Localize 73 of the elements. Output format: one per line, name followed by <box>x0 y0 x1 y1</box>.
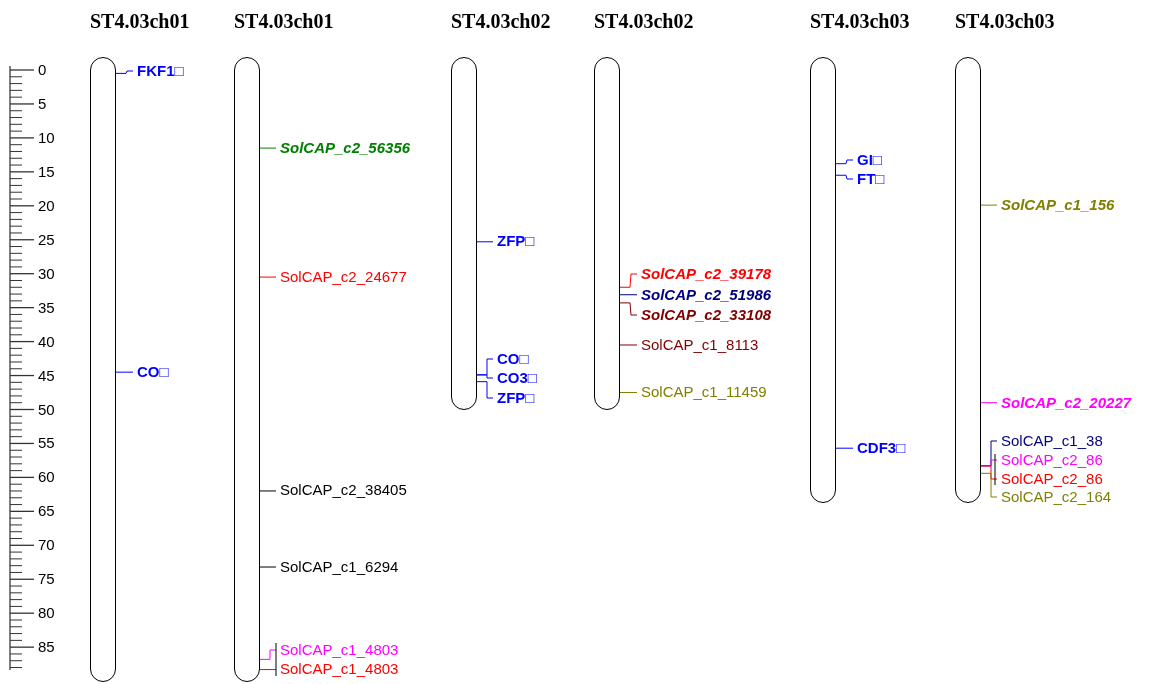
tick-label: 65 <box>38 503 55 520</box>
leader-line <box>835 159 854 165</box>
chromosome-title: ST4.03ch02 <box>451 10 551 33</box>
marker-label: SolCAP_c2_164 <box>1001 488 1112 506</box>
chromosome-title: ST4.03ch01 <box>234 10 334 33</box>
marker-label: SolCAP_c1_8113 <box>641 336 759 354</box>
marker-label: CO□ <box>497 350 529 368</box>
marker-label: ZFP□ <box>497 232 535 250</box>
marker-label: SolCAP_c1_4803 <box>280 660 399 678</box>
leader-line <box>259 490 277 492</box>
leader-line <box>619 344 638 346</box>
marker-label: SolCAP_c2_86 <box>1001 451 1103 469</box>
leader-line <box>259 649 277 660</box>
marker-label: GI□ <box>857 151 882 169</box>
tick-label: 25 <box>38 231 55 248</box>
leader-line <box>476 374 494 379</box>
leader-line <box>619 302 638 316</box>
leader-line <box>980 204 998 206</box>
marker-label: SolCAP_c1_156 <box>1001 196 1115 214</box>
tick-label: 15 <box>38 163 55 180</box>
leader-line <box>619 392 638 394</box>
tick-label: 50 <box>38 401 55 418</box>
leader-line <box>980 402 998 404</box>
marker-label: SolCAP_c1_11459 <box>641 383 767 401</box>
marker-label: CDF3□ <box>857 439 906 457</box>
tick-label: 40 <box>38 333 55 350</box>
marker-label: SolCAP_c1_6294 <box>280 558 399 576</box>
tick-label: 85 <box>38 639 55 656</box>
leader-line <box>115 70 134 74</box>
tick-label: 5 <box>38 95 47 112</box>
tick-label: 55 <box>38 435 55 452</box>
marker-label: SolCAP_c2_33108 <box>641 306 772 324</box>
leader-line <box>259 566 277 568</box>
marker-label: SolCAP_c2_51986 <box>641 286 772 304</box>
marker-label: SolCAP_c1_38 <box>1001 432 1103 450</box>
marker-label: SolCAP_c2_24677 <box>280 268 407 286</box>
leader-line <box>115 371 134 373</box>
leader-line <box>259 669 277 671</box>
leader-line <box>476 381 494 399</box>
marker-label: SolCAP_c2_39178 <box>641 265 772 283</box>
tick-label: 70 <box>38 537 55 554</box>
leader-line <box>259 147 277 149</box>
chromosome-title: ST4.03ch01 <box>90 10 190 33</box>
tick-label: 20 <box>38 197 55 214</box>
marker-label: CO3□ <box>497 369 537 387</box>
tick-label: 35 <box>38 299 55 316</box>
marker-label: SolCAP_c1_4803 <box>280 641 399 659</box>
tick-label: 10 <box>38 129 55 146</box>
leader-line <box>619 273 638 288</box>
leader-line <box>980 465 998 480</box>
chromosome-title: ST4.03ch02 <box>594 10 694 33</box>
tick-label: 60 <box>38 469 55 486</box>
marker-label: ZFP□ <box>497 389 535 407</box>
leader-line <box>259 276 277 278</box>
chromosome-title: ST4.03ch03 <box>810 10 910 33</box>
tick-label: 45 <box>38 367 55 384</box>
marker-label: SolCAP_c2_86 <box>1001 470 1103 488</box>
marker-label: SolCAP_c2_20227 <box>1001 394 1132 412</box>
marker-label: FKF1□ <box>137 62 184 80</box>
marker-label: SolCAP_c2_56356 <box>280 139 411 157</box>
chromosome-title: ST4.03ch03 <box>955 10 1055 33</box>
leader-line <box>835 174 854 180</box>
marker-label: FT□ <box>857 170 885 188</box>
tick-label: 30 <box>38 265 55 282</box>
leader-line <box>980 472 998 498</box>
marker-label: SolCAP_c2_38405 <box>280 481 407 499</box>
leader-line <box>619 294 638 296</box>
leader-line <box>476 241 494 243</box>
leader-line <box>835 447 854 449</box>
tick-label: 80 <box>38 605 55 622</box>
marker-label: CO□ <box>137 363 169 381</box>
tick-label: 75 <box>38 571 55 588</box>
tick-label: 0 <box>38 62 47 78</box>
